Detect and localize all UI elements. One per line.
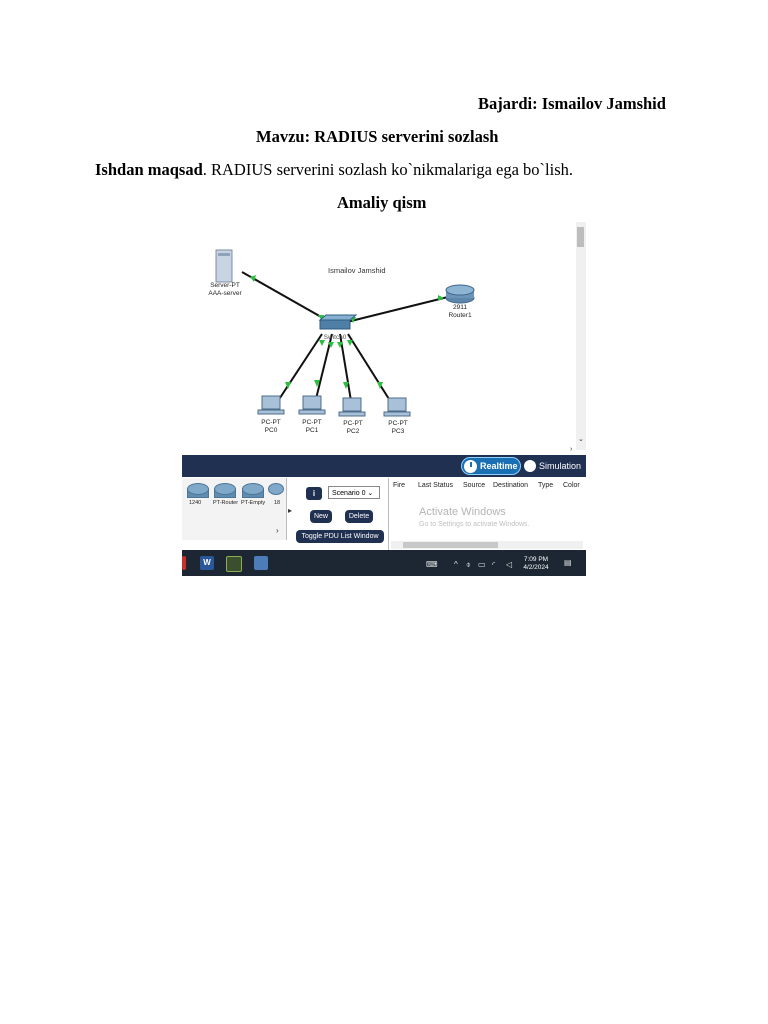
info-icon[interactable]: i (306, 487, 322, 500)
server-icon (215, 249, 233, 283)
scroll-right-arrow-icon[interactable]: › (570, 446, 573, 453)
network-canvas[interactable]: Ismailov Jamshid Server-PT AAA-server 29… (182, 222, 586, 454)
link-status-icon (347, 340, 353, 346)
word-icon[interactable]: W (200, 556, 214, 570)
scenario-select[interactable]: Scenario 0 ⌄ (328, 486, 380, 499)
link-status-icon (319, 340, 325, 346)
switch-icon (318, 314, 358, 330)
goal-line: Ishdan maqsad. RADIUS serverini sozlash … (95, 160, 573, 180)
pdu-table: Fire Last Status Source Destination Type… (388, 478, 586, 550)
router-icon (445, 284, 475, 304)
link-switch-pc2 (339, 333, 353, 408)
link-switch-pc1 (313, 333, 333, 408)
chevron-up-icon[interactable]: ^ (454, 560, 458, 569)
pc1-icon (298, 395, 326, 415)
col-header[interactable]: Source (463, 482, 486, 489)
link-status-icon (343, 382, 349, 389)
usb-icon: ⌽ (466, 560, 471, 569)
activate-windows-title: Activate Windows (419, 506, 506, 518)
router-label: 2911 Router1 (440, 304, 480, 319)
device-label: PT-Empty (241, 500, 266, 506)
col-header[interactable]: Destination (493, 482, 529, 489)
device-router-icon[interactable] (267, 481, 284, 503)
col-header[interactable]: Color (563, 482, 580, 489)
taskbar-time: 7:09 PM (523, 556, 549, 563)
toggle-pdu-list-button[interactable]: Toggle PDU List Window (296, 530, 384, 543)
keyboard-icon[interactable]: ⌨ (426, 560, 438, 569)
topology-diagram (215, 249, 475, 417)
packet-tracer-icon[interactable] (254, 556, 268, 570)
simulation-mode-button[interactable]: Simulation (524, 458, 586, 474)
notification-icon[interactable]: ▤ (564, 558, 572, 567)
scroll-down-arrow-icon[interactable]: ⌄ (578, 436, 584, 443)
canvas-scroll-thumb[interactable] (577, 227, 584, 247)
link-status-icon (337, 342, 343, 348)
goal-label: Ishdan maqsad (95, 160, 203, 179)
panel-expand-icon[interactable]: ▸ (288, 506, 293, 515)
pc-icons (257, 395, 411, 417)
taskbar-clock[interactable]: 7:09 PM 4/2/2024 (518, 556, 554, 572)
realtime-label: Realtime (480, 461, 518, 471)
device-tray: 1240 PT-Router PT-Empty 18 › (182, 478, 287, 540)
router-name: Router1 (448, 311, 472, 319)
chrome-icon[interactable] (226, 556, 242, 572)
device-router-icon[interactable] (241, 481, 264, 503)
battery-icon: ▭ (478, 560, 486, 569)
pdu-horizontal-scrollbar[interactable] (391, 541, 583, 549)
link-server-switch (241, 271, 331, 323)
pdu-scroll-thumb[interactable] (403, 542, 498, 548)
link-status-icon (328, 342, 334, 348)
network-title: Ismailov Jamshid (328, 266, 386, 275)
scenario-area: i Scenario 0 ⌄ New Delete Toggle PDU Lis… (294, 478, 386, 548)
col-header[interactable]: Last Status (418, 482, 454, 489)
simulation-icon (524, 460, 536, 472)
switch-label: Switch0 (312, 334, 358, 342)
author-line: Bajardi: Ismailov Jamshid (478, 94, 666, 113)
pc2-icon (338, 397, 366, 417)
link-status-icon (314, 380, 320, 387)
device-label: 18 (274, 500, 281, 506)
topic-line: Mavzu: RADIUS serverini sozlash (256, 127, 499, 146)
link-status-icon (377, 382, 383, 389)
pc3-icon (383, 397, 411, 417)
clock-icon (464, 459, 477, 473)
server-type: Server-PT (210, 282, 240, 289)
realtime-mode-button[interactable]: Realtime (461, 457, 521, 475)
simulation-label: Simulation (539, 461, 582, 471)
windows-taskbar: W ⌨ ^ ⌽ ▭ ◜ ◁ 7:09 PM 4/2/2024 ▤ (182, 550, 586, 576)
device-router-icon[interactable] (186, 481, 209, 503)
volume-icon: ◁ (506, 560, 513, 569)
link-switch-pc3 (347, 333, 395, 408)
link-status-icon (250, 275, 256, 282)
col-header[interactable]: Fire (393, 482, 406, 489)
canvas-vertical-scrollbar[interactable] (576, 222, 586, 450)
bottom-panel: 1240 PT-Router PT-Empty 18 › ▸ i Scenari… (182, 478, 586, 550)
taskbar-date: 4/2/2024 (523, 564, 549, 571)
router-type: 2911 (453, 304, 467, 311)
switch-name: Switch0 (323, 334, 347, 341)
link-status-icon (438, 295, 444, 301)
delete-pdu-button[interactable]: Delete (345, 510, 373, 523)
server-label: Server-PT AAA-server (200, 282, 250, 297)
link-status-icon (285, 382, 291, 389)
new-pdu-button[interactable]: New (310, 510, 332, 523)
tray-scroll-right-icon[interactable]: › (276, 526, 279, 535)
server-name: AAA-server (208, 289, 242, 297)
app-edge-icon[interactable] (182, 556, 186, 570)
col-header[interactable]: Type (538, 482, 554, 489)
pc0-icon (257, 395, 285, 415)
activate-windows-subtitle: Go to Settings to activate Windows. (419, 521, 530, 528)
section-title: Amaliy qism (337, 193, 427, 212)
device-router-icon[interactable] (213, 481, 236, 503)
link-switch-pc0 (273, 333, 323, 408)
goal-text: . RADIUS serverini sozlash ko`nikmalarig… (202, 160, 574, 179)
device-label: PT-Router (213, 500, 239, 506)
packet-tracer-screenshot: Ismailov Jamshid Server-PT AAA-server 29… (182, 222, 586, 576)
device-label: 1240 (189, 500, 202, 506)
wifi-icon: ◜ (492, 560, 496, 569)
